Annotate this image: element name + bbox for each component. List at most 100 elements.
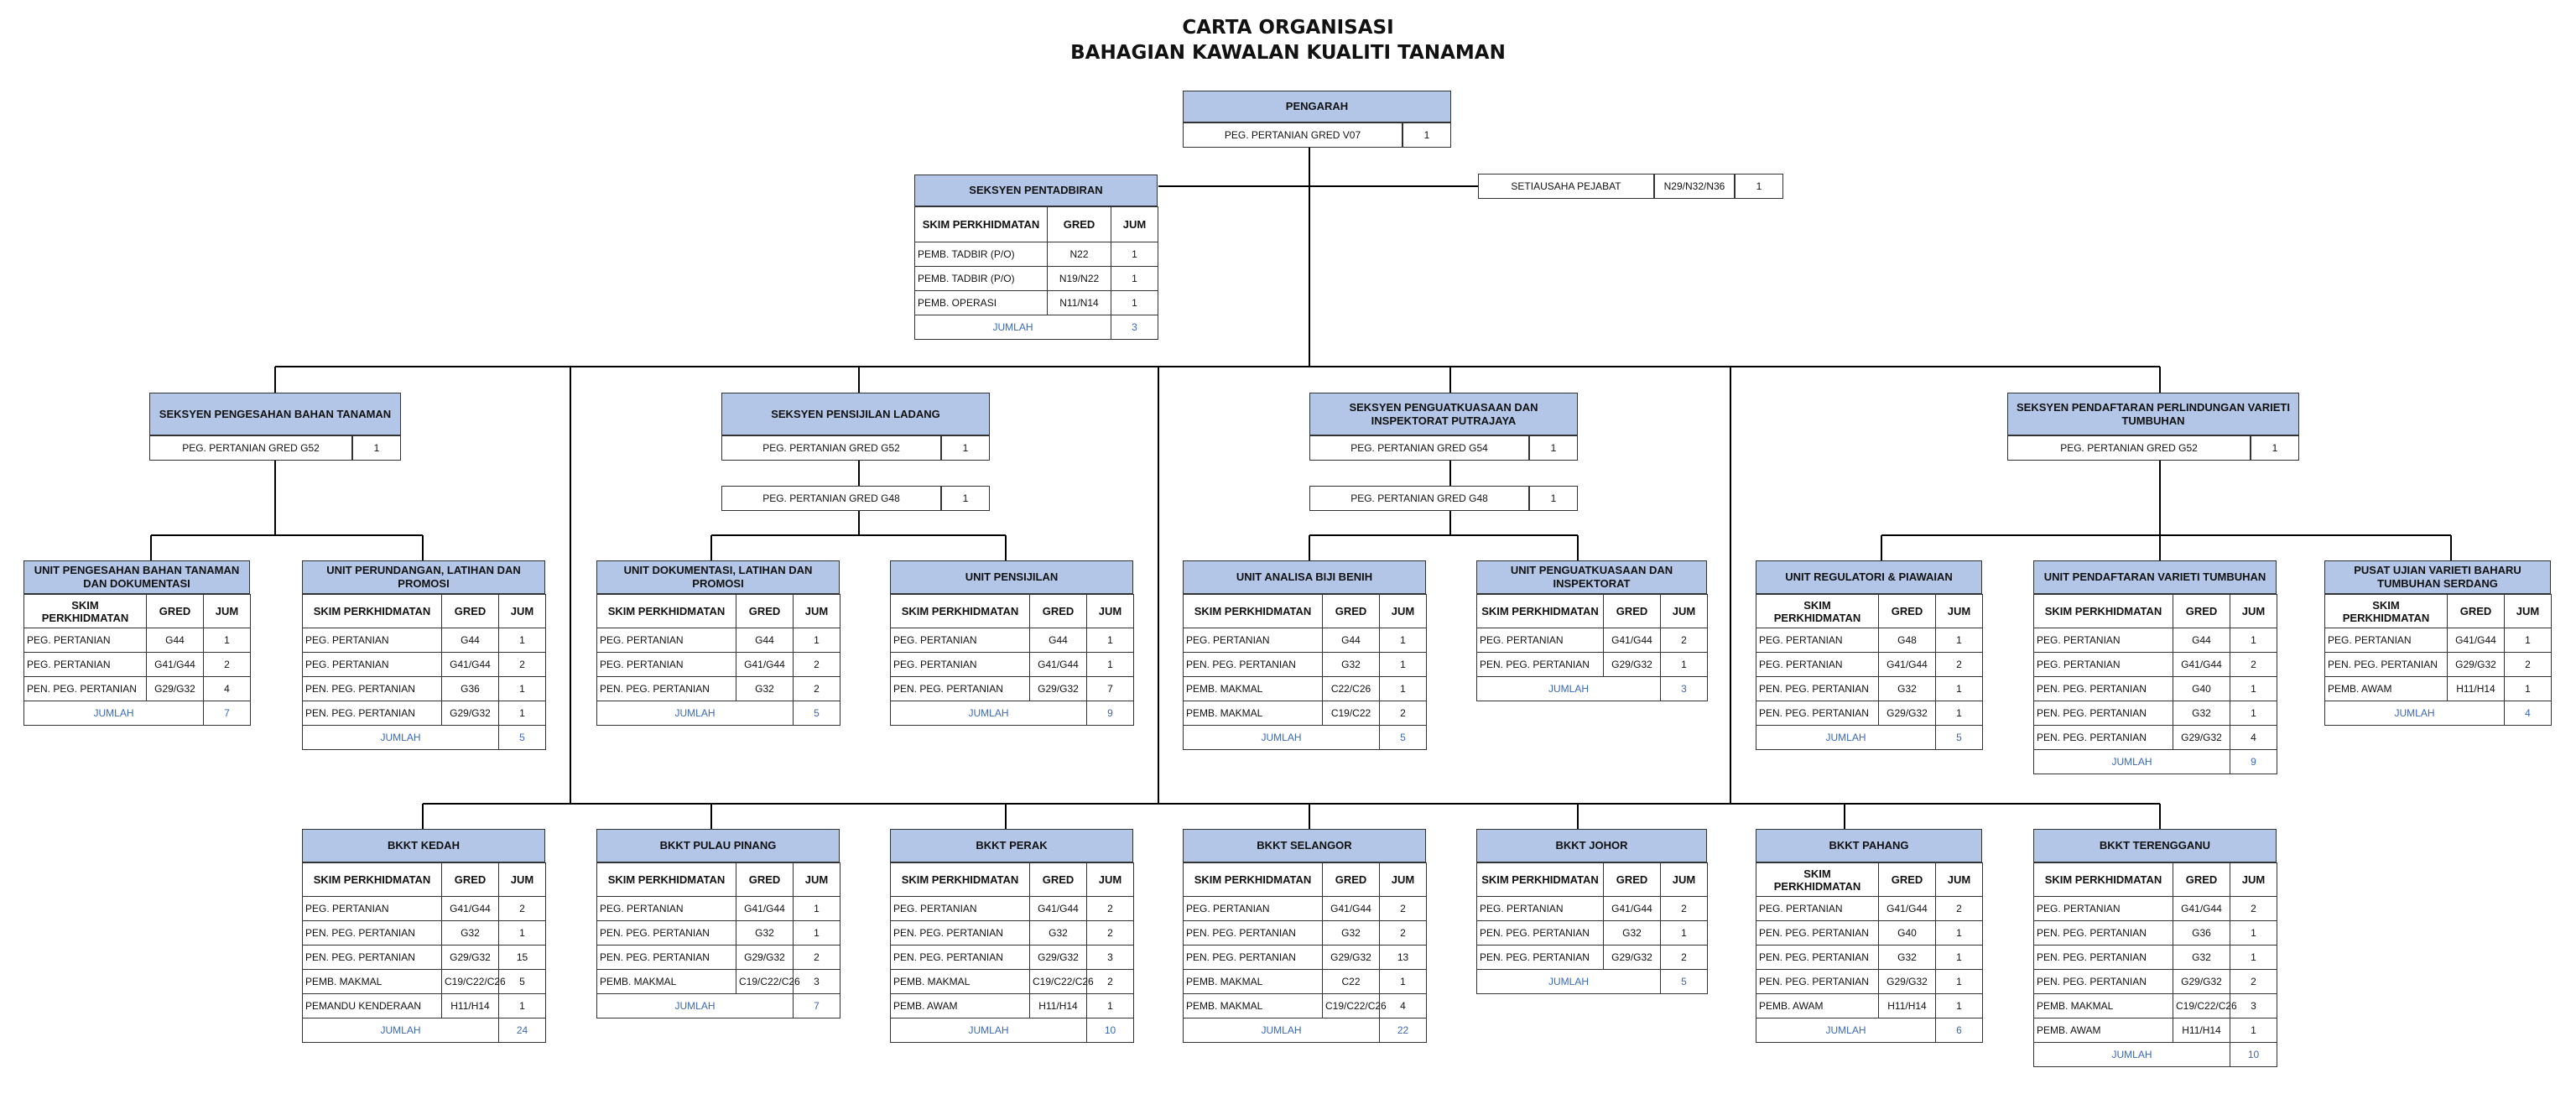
- gred-cell: C19/C22/C26: [2173, 993, 2237, 1018]
- jum-header: JUM: [2230, 862, 2277, 897]
- skim-cell: PEMB. MAKMAL: [1183, 676, 1323, 701]
- jumlah-value: 5: [498, 725, 546, 750]
- jumlah-value: 5: [1379, 725, 1427, 750]
- setiausaha-count: 1: [1735, 174, 1783, 199]
- jumlah-value: 9: [1086, 701, 1134, 726]
- skim-header: SKIM PERKHIDMATAN: [23, 594, 147, 628]
- jum-cell: 1: [1935, 676, 1983, 701]
- gred-cell: G41/G44: [2447, 628, 2505, 653]
- unit-box: PUSAT UJIAN VARIETI BAHARU TUMBUHAN SERD…: [2324, 560, 2552, 726]
- skim-cell: PEN. PEG. PERTANIAN: [2033, 676, 2173, 701]
- jumlah-value: 10: [2230, 1042, 2277, 1067]
- jum-header: JUM: [1379, 862, 1427, 897]
- jum-header: JUM: [1660, 862, 1708, 897]
- skim-cell: PEN. PEG. PERTANIAN: [596, 920, 736, 946]
- skim-cell: PEMB. MAKMAL: [890, 969, 1030, 994]
- jum-cell: 1: [1935, 920, 1983, 946]
- jum-cell: 1: [203, 628, 251, 653]
- skim-cell: PEN. PEG. PERTANIAN: [2033, 969, 2173, 994]
- jum-cell: 1: [2230, 945, 2277, 970]
- gred-cell: N11/N14: [1047, 290, 1111, 315]
- table-title: BKKT PERAK: [890, 829, 1133, 862]
- skim-cell: PEN. PEG. PERTANIAN: [1756, 945, 1879, 970]
- jum-cell: 1: [1935, 628, 1983, 653]
- section-pengesahan: SEKSYEN PENGESAHAN BAHAN TANAMAN PEG. PE…: [149, 393, 401, 461]
- jum-cell: 2: [1379, 920, 1427, 946]
- table-title: PUSAT UJIAN VARIETI BAHARU TUMBUHAN SERD…: [2324, 560, 2551, 594]
- skim-cell: PEN. PEG. PERTANIAN: [596, 945, 736, 970]
- jum-header: JUM: [1111, 206, 1158, 242]
- gred-cell: G40: [2173, 676, 2230, 701]
- section-pendaftaran: SEKSYEN PENDAFTARAN PERLINDUNGAN VARIETI…: [2007, 393, 2299, 461]
- gred-cell: G29/G32: [1322, 945, 1380, 970]
- gred-cell: G41/G44: [1322, 896, 1380, 921]
- gred-header: GRED: [1322, 594, 1380, 628]
- gred-cell: G29/G32: [1029, 945, 1087, 970]
- jumlah-value: 6: [1935, 1018, 1983, 1043]
- skim-cell: PEN. PEG. PERTANIAN: [1476, 652, 1604, 677]
- jumlah-label: JUMLAH: [596, 993, 794, 1018]
- gred-header: GRED: [1029, 862, 1087, 897]
- table-title: UNIT PENDAFTARAN VARIETI TUMBUHAN: [2033, 560, 2277, 594]
- skim-cell: PEN. PEG. PERTANIAN: [1756, 701, 1879, 726]
- jum-cell: 2: [1379, 701, 1427, 726]
- jum-cell: 1: [1660, 652, 1708, 677]
- skim-header: SKIM PERKHIDMATAN: [302, 594, 442, 628]
- skim-cell: PEN. PEG. PERTANIAN: [23, 676, 147, 701]
- jum-cell: 2: [203, 652, 251, 677]
- jum-cell: 1: [2230, 628, 2277, 653]
- skim-cell: PEG. PERTANIAN: [890, 896, 1030, 921]
- table-title: UNIT PERUNDANGAN, LATIHAN DAN PROMOSI: [302, 560, 545, 594]
- gred-cell: G32: [2173, 701, 2230, 726]
- skim-cell: PEG. PERTANIAN: [890, 652, 1030, 677]
- jum-cell: 1: [1086, 652, 1134, 677]
- setiausaha-name: SETIAUSAHA PEJABAT: [1478, 174, 1654, 199]
- table-row: PEMB. TADBIR (P/O) N22 1: [914, 242, 1158, 267]
- skim-cell: PEG. PERTANIAN: [1756, 628, 1879, 653]
- section-count: 1: [941, 435, 990, 461]
- jumlah-label: JUMLAH: [2033, 749, 2230, 774]
- skim-cell: PEN. PEG. PERTANIAN: [2033, 945, 2173, 970]
- skim-cell: PEMB. TADBIR (P/O): [914, 266, 1048, 291]
- gred-cell: G29/G32: [1603, 652, 1661, 677]
- jum-cell: 1: [1935, 945, 1983, 970]
- table-title: UNIT DOKUMENTASI, LATIHAN DAN PROMOSI: [596, 560, 840, 594]
- jumlah-label: JUMLAH: [890, 701, 1087, 726]
- jum-cell: 1: [1086, 628, 1134, 653]
- skim-cell: PEN. PEG. PERTANIAN: [890, 676, 1030, 701]
- jum-cell: 2: [793, 945, 840, 970]
- skim-cell: PEMB. AWAM: [1756, 993, 1879, 1018]
- jum-header: JUM: [1086, 862, 1134, 897]
- gred-header: GRED: [736, 862, 794, 897]
- jum-cell: 1: [793, 896, 840, 921]
- jum-cell: 3: [2230, 993, 2277, 1018]
- gred-cell: G41/G44: [1029, 652, 1087, 677]
